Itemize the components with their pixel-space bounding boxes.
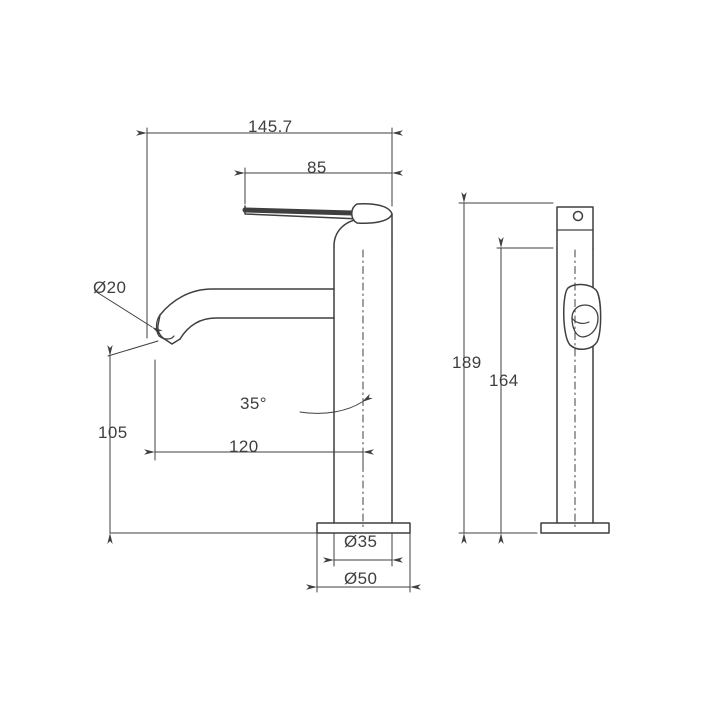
dimension-label-overall-length: 145.7 — [248, 117, 293, 136]
dimension-label-body-diameter: Ø35 — [344, 532, 378, 551]
dimension-lines — [94, 130, 504, 590]
dimension-label-outlet-diameter: Ø20 — [93, 278, 127, 297]
dimension-label-body-height: 164 — [489, 371, 519, 390]
dimension-label-handle-offset: 120 — [229, 437, 259, 456]
dimension-label-handle-angle: 35° — [240, 394, 267, 413]
dimension-label-overall-height: 189 — [452, 353, 482, 372]
side-view-tap-outline — [155, 203, 411, 534]
front-view-tap-outline — [540, 206, 610, 534]
dimension-label-spout-reach: 85 — [307, 158, 327, 177]
dimension-label-spout-height: 105 — [98, 423, 128, 442]
centreline-group — [362, 249, 576, 529]
dimension-label-base-diameter: Ø50 — [344, 569, 378, 588]
